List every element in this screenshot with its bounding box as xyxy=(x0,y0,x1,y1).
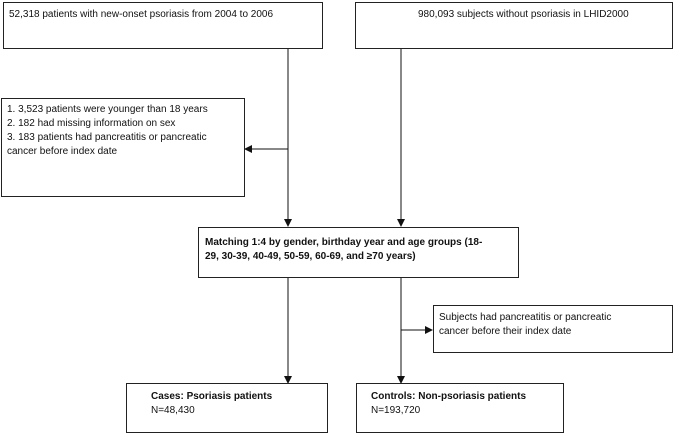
controls-box: Controls: Non-psoriasis patients N=193,7… xyxy=(356,383,564,433)
exclusion-line-4: cancer before index date xyxy=(7,146,118,157)
exclusion-line-3: 3. 183 patients had pancreatitis or panc… xyxy=(7,132,207,143)
matching-line-2: 29, 30-39, 40-49, 50-59, 60-69, and ≥70 … xyxy=(205,251,416,262)
matching-box: Matching 1:4 by gender, birthday year an… xyxy=(198,227,519,278)
matching-line-1: Matching 1:4 by gender, birthday year an… xyxy=(205,237,483,248)
controls-count: N=193,720 xyxy=(371,405,421,416)
exclusion-line-1: 1. 3,523 patients were younger than 18 y… xyxy=(7,104,208,115)
cases-title: Cases: Psoriasis patients xyxy=(151,391,273,402)
control-exclusion-line-1: Subjects had pancreatitis or pancreatic xyxy=(439,312,612,323)
exclusion-line-2: 2. 182 had missing information on sex xyxy=(7,118,176,129)
exclusions-box: 1. 3,523 patients were younger than 18 y… xyxy=(1,98,245,197)
psoriasis-source-box: 52,318 patients with new-onset psoriasis… xyxy=(3,2,323,49)
psoriasis-source-text: 52,318 patients with new-onset psoriasis… xyxy=(9,9,274,20)
control-source-text: 980,093 subjects without psoriasis in LH… xyxy=(418,9,629,20)
control-source-box: 980,093 subjects without psoriasis in LH… xyxy=(355,2,673,49)
cases-box: Cases: Psoriasis patients N=48,430 xyxy=(126,383,328,433)
control-exclusion-box: Subjects had pancreatitis or pancreatic … xyxy=(433,305,673,353)
controls-title: Controls: Non-psoriasis patients xyxy=(371,391,527,402)
control-exclusion-line-2: cancer before their index date xyxy=(439,326,572,337)
cases-count: N=48,430 xyxy=(151,405,195,416)
